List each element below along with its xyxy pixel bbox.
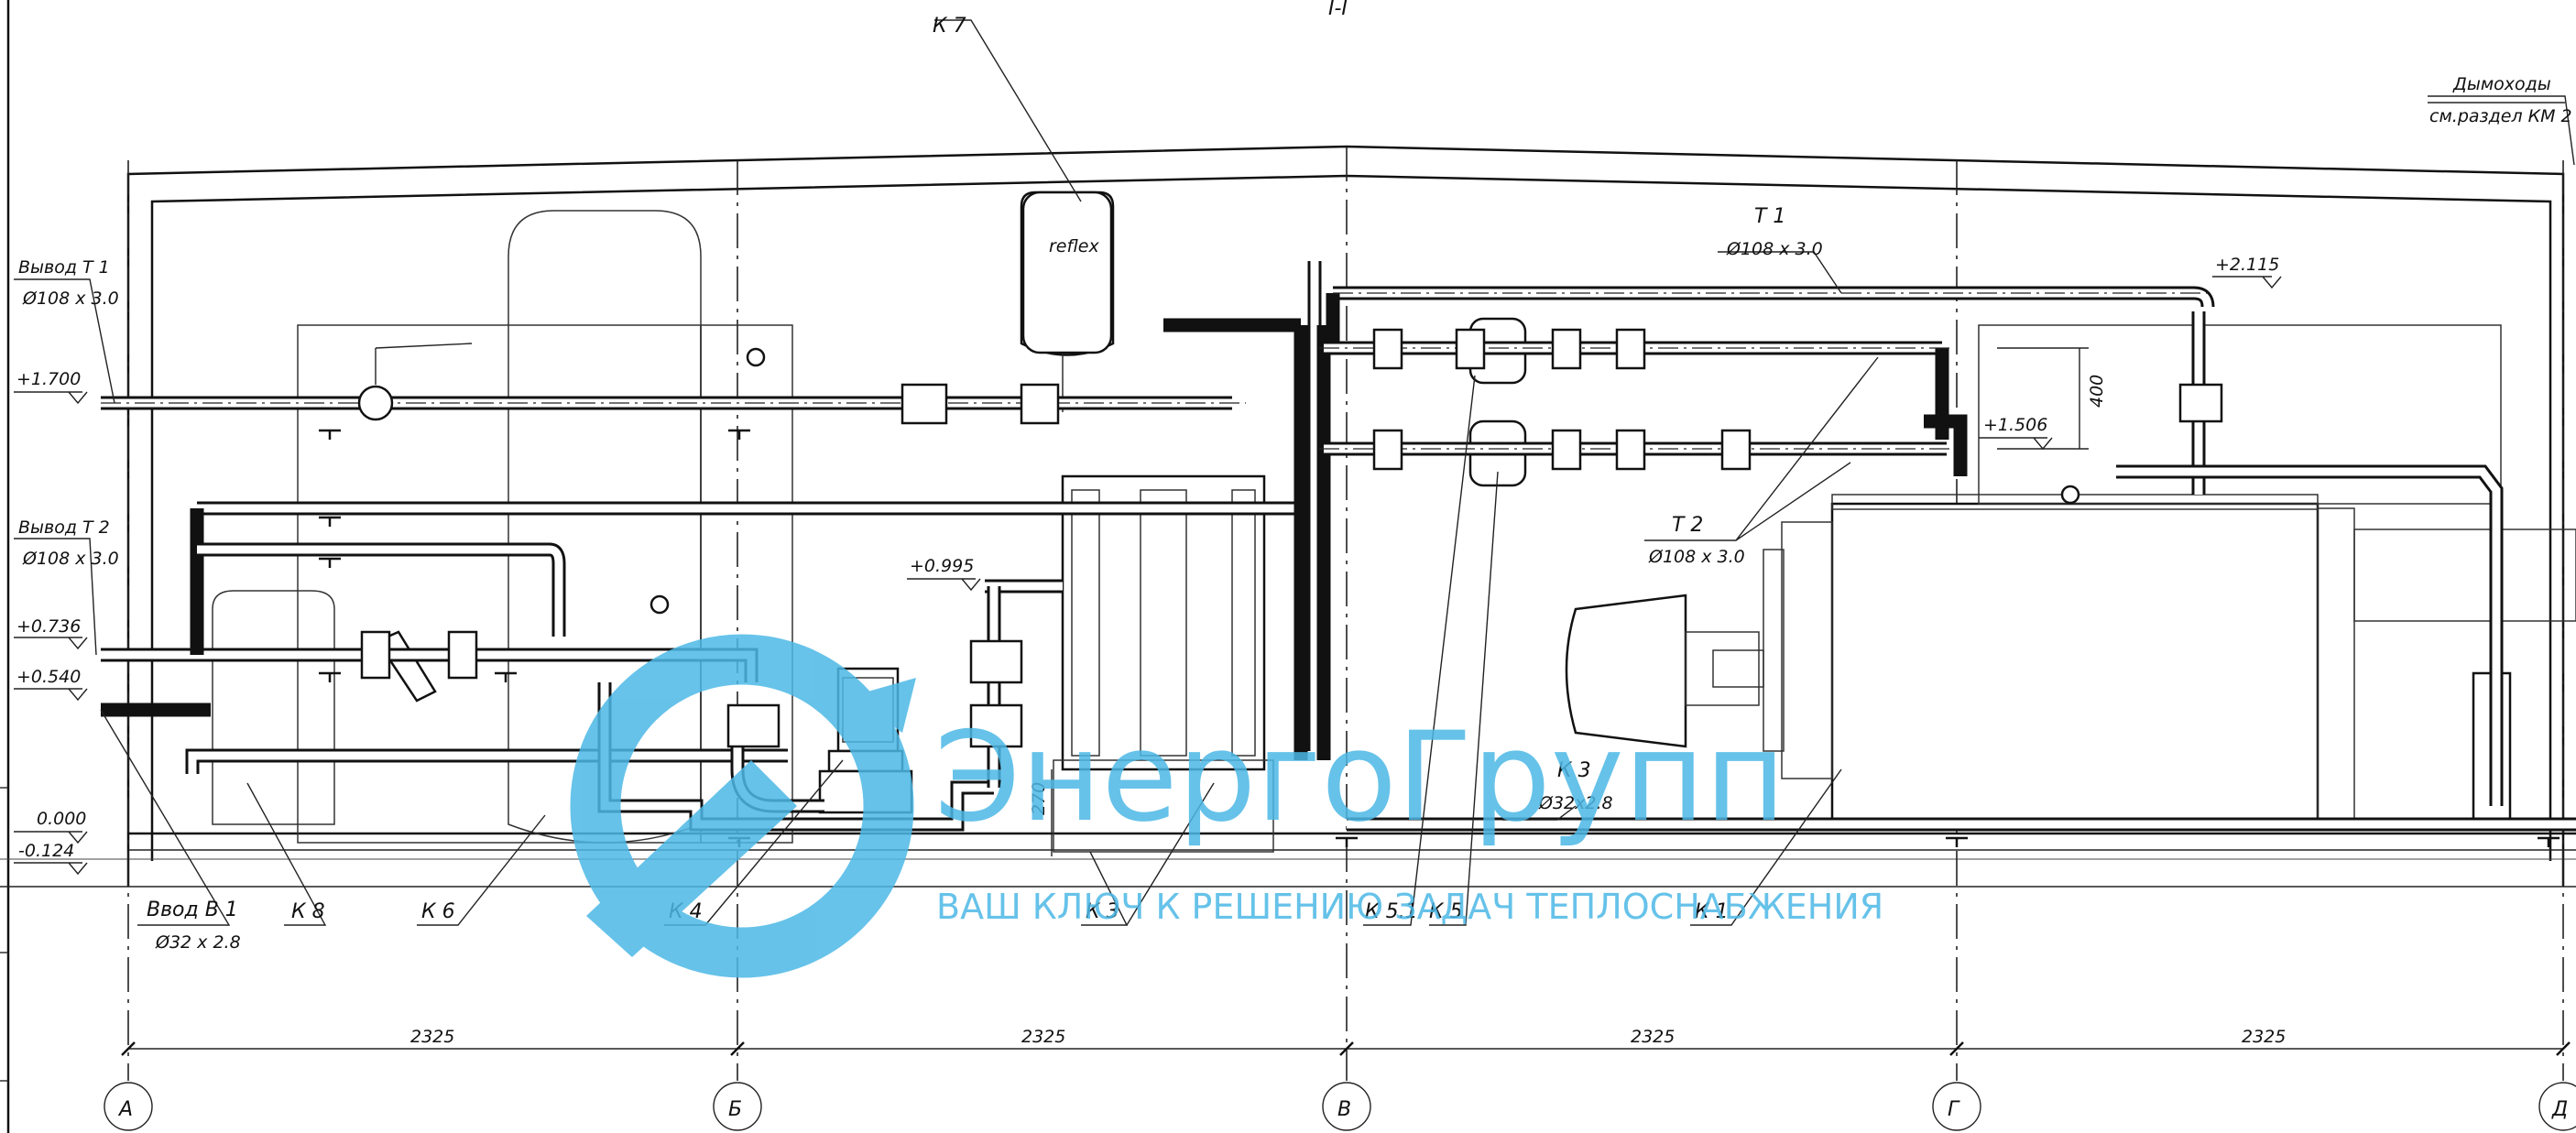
label-chimney-2: см.раздел КМ 2	[2429, 106, 2572, 126]
label-t1-dia: Ø108 x 3.0	[1726, 239, 1823, 259]
axis-bubble-v	[1322, 1082, 1371, 1131]
label-in-b1-dia: Ø32 x 2.8	[155, 932, 241, 953]
leader-lines	[14, 19, 2575, 926]
axis-bubble-a	[104, 1082, 153, 1131]
axis-label-g: Г	[1948, 1098, 1960, 1121]
span-dim-1: 2325	[410, 1027, 454, 1047]
elev-1506: +1.506	[1983, 415, 2047, 435]
label-k3-dia: Ø32x2.8	[1538, 793, 1613, 813]
axis-bubble-b	[713, 1082, 762, 1131]
axis-bubbles	[104, 1082, 2576, 1131]
label-k5: К 5	[1429, 900, 1463, 923]
label-t1: Т 1	[1754, 205, 1785, 228]
label-k6: К 6	[421, 900, 455, 923]
label-out-t1-dia: Ø108 x 3.0	[22, 289, 119, 309]
label-t2-dia: Ø108 x 3.0	[1648, 547, 1745, 567]
label-out-t2-dia: Ø108 x 3.0	[22, 549, 119, 569]
section-title: I-I	[1328, 0, 1348, 20]
axis-label-b: Б	[728, 1098, 742, 1121]
axis-label-a: А	[117, 1098, 133, 1121]
axis-label-v: В	[1337, 1098, 1351, 1121]
label-k3b: К 3	[1086, 900, 1119, 923]
label-t2: Т 2	[1672, 514, 1703, 537]
label-k3: К 3	[1557, 759, 1591, 782]
watermark-slogan: ВАШ КЛЮЧ К РЕШЕНИЮ ЗАДАЧ ТЕПЛОСНАБЖЕНИЯ	[936, 887, 1883, 927]
span-dim-3: 2325	[1631, 1027, 1675, 1047]
elev-0995: +0.995	[910, 556, 974, 576]
label-out-t2: Вывод Т 2	[18, 517, 110, 538]
label-k1: К 1	[1695, 900, 1729, 923]
span-dim-2: 2325	[1021, 1027, 1065, 1047]
label-chimney-1: Дымоходы	[2452, 74, 2551, 94]
elev-m0124: -0.124	[18, 841, 74, 861]
axis-bubble-d	[2538, 1082, 2576, 1131]
valves: reflex	[357, 236, 2223, 748]
label-k51: К 5.1	[1365, 900, 1418, 923]
span-dim-4: 2325	[2242, 1027, 2286, 1047]
axis-bubble-g	[1932, 1082, 1981, 1131]
label-k7: К 7	[933, 15, 966, 38]
dimension-lines	[121, 347, 2571, 1056]
watermark-company: ЭнергоГрупп	[934, 705, 1785, 849]
equipment-outlines	[212, 191, 2576, 853]
label-k8: К 8	[291, 900, 325, 923]
label-in-b1: Ввод В 1	[147, 899, 238, 921]
elev-1700: +1.700	[16, 369, 81, 389]
elev-2115: +2.115	[2215, 255, 2279, 275]
watermark-logo	[570, 634, 916, 978]
tank-brand: reflex	[1049, 236, 1099, 256]
dim-400: 400	[2087, 375, 2107, 408]
elev-0000: 0.000	[37, 809, 86, 829]
drawing-frame	[0, 0, 10, 1133]
label-out-t1: Вывод Т 1	[18, 257, 110, 278]
elevation-marks	[14, 276, 2282, 876]
elev-0736: +0.736	[16, 616, 81, 637]
dim-270: 270	[1029, 782, 1049, 815]
elev-0540: +0.540	[16, 667, 81, 687]
watermark: ЭнергоГрупп ВАШ КЛЮЧ К РЕШЕНИЮ ЗАДАЧ ТЕП…	[570, 634, 1883, 978]
axis-label-d: Д	[2551, 1098, 2568, 1121]
